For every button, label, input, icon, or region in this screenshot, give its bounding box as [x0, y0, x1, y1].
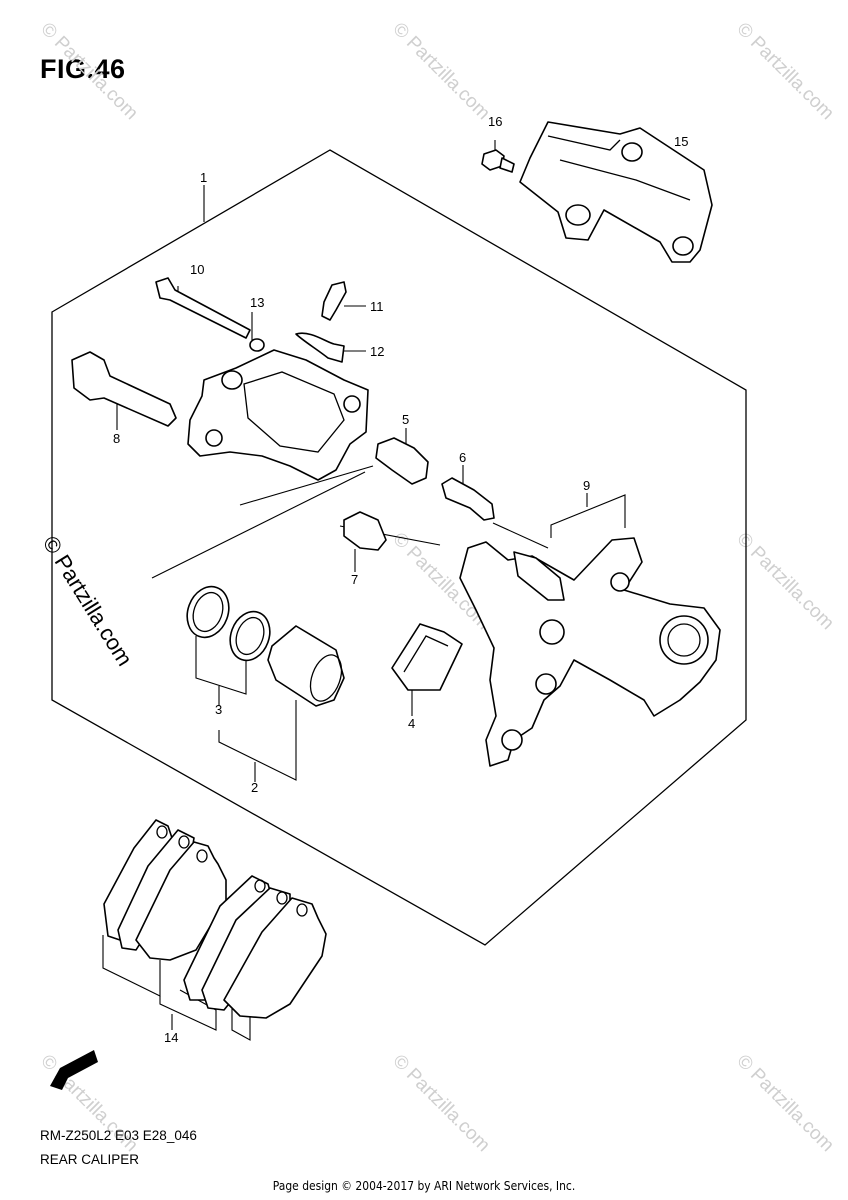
callout-8: 8 — [113, 431, 120, 446]
part-16-bolt — [481, 149, 515, 173]
part-2-piston — [267, 625, 345, 707]
assembly-outline — [51, 149, 747, 946]
figure-title: FIG.46 — [40, 54, 126, 84]
watermark: © Partzilla.com — [732, 19, 837, 124]
part-10-pin — [155, 277, 251, 339]
callout-7: 7 — [351, 572, 358, 587]
page-credit: Page design © 2004-2017 by ARI Network S… — [272, 1178, 576, 1193]
callout-15: 15 — [674, 134, 688, 149]
part-3-seals — [186, 585, 271, 662]
watermark: © Partzilla.com — [732, 1051, 837, 1156]
watermark: © Partzilla.com — [36, 19, 141, 124]
watermark-main: © Partzilla.com — [38, 531, 138, 670]
callout-1: 1 — [200, 170, 207, 185]
callout-16: 16 — [488, 114, 502, 129]
figure-caption: REAR CALIPER — [40, 1152, 140, 1167]
callout-9: 9 — [583, 478, 590, 493]
watermark: © Partzilla.com — [388, 1051, 493, 1156]
part-9-caliper-bracket — [459, 537, 721, 767]
callout-12: 12 — [370, 344, 384, 359]
part-5-boot — [375, 437, 429, 485]
part-13-ring — [249, 338, 265, 352]
part-14-pads — [103, 819, 327, 1019]
watermark: © Partzilla.com — [388, 19, 493, 124]
callout-2: 2 — [251, 780, 258, 795]
callout-13: 13 — [250, 295, 264, 310]
callout-14: 14 — [164, 1030, 178, 1045]
part-11-bleeder — [321, 281, 347, 321]
callout-numbers: 1 2 3 4 5 6 7 8 9 10 11 12 13 14 15 16 — [113, 114, 688, 1045]
watermarks: © Partzilla.com © Partzilla.com © Partzi… — [36, 19, 837, 1156]
part-6-pin — [441, 477, 495, 521]
callout-4: 4 — [408, 716, 415, 731]
callout-6: 6 — [459, 450, 466, 465]
caliper-body — [187, 349, 369, 481]
part-4-spring — [391, 623, 463, 691]
callout-3: 3 — [215, 702, 222, 717]
callout-5: 5 — [402, 412, 409, 427]
watermark: © Partzilla.com — [732, 529, 837, 634]
model-code: RM-Z250L2 E03 E28_046 — [40, 1128, 197, 1143]
part-12-cap — [295, 332, 345, 363]
callout-10: 10 — [190, 262, 204, 277]
part-7-boot — [343, 511, 387, 551]
callout-11: 11 — [370, 299, 384, 314]
part-8-slide-pin — [71, 351, 177, 427]
part-15-bracket — [519, 121, 713, 263]
